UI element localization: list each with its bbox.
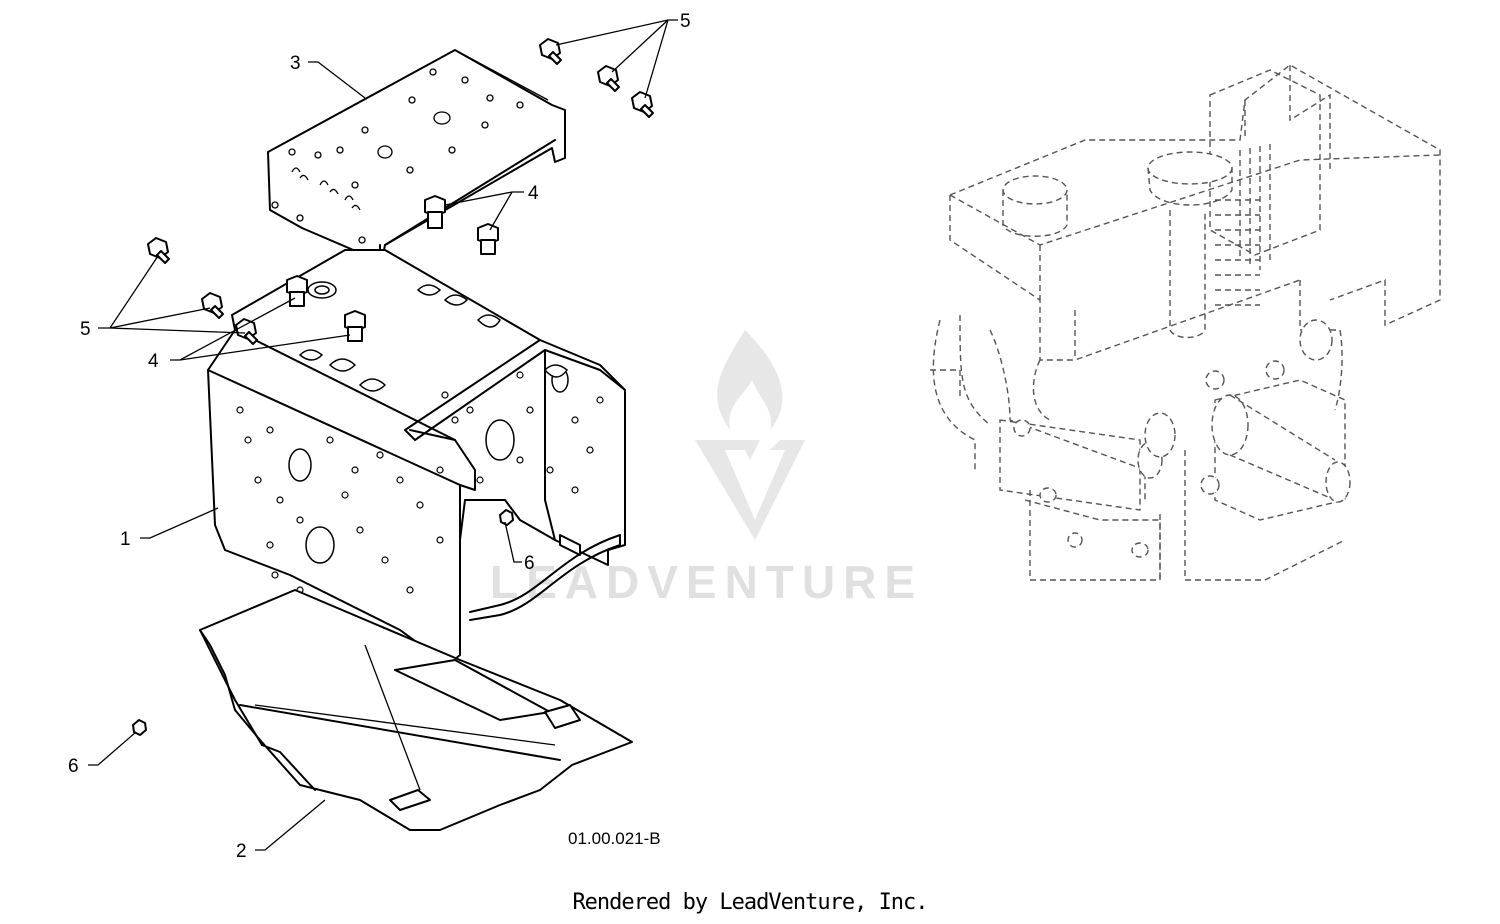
main-chassis-frame bbox=[207, 249, 626, 666]
callout-3: 3 bbox=[290, 53, 366, 99]
svg-text:6: 6 bbox=[68, 756, 79, 777]
bolt-fastener bbox=[344, 310, 366, 342]
svg-text:2: 2 bbox=[236, 841, 247, 862]
svg-text:5: 5 bbox=[80, 319, 91, 340]
screw-fastener bbox=[201, 292, 224, 319]
callout-1: 1 bbox=[120, 507, 219, 550]
bottom-pan bbox=[199, 589, 633, 831]
top-cover-panel bbox=[267, 49, 566, 271]
watermark-text: LEADVENTURE bbox=[490, 556, 923, 608]
callout-4-lower: 4 bbox=[148, 297, 351, 372]
bolt-fastener bbox=[477, 223, 499, 255]
screw-fastener bbox=[539, 38, 562, 65]
bolt-fastener bbox=[424, 195, 446, 229]
callout-4-upper: 4 bbox=[444, 183, 539, 231]
screw-fastener bbox=[597, 65, 620, 92]
callout-6-lower: 6 bbox=[68, 731, 137, 777]
callout-2: 2 bbox=[236, 799, 326, 862]
parts-diagram: LEADVENTURE bbox=[68, 11, 1441, 862]
svg-text:4: 4 bbox=[528, 183, 539, 204]
figure-code: 01.00.021-B bbox=[568, 829, 661, 848]
svg-text:4: 4 bbox=[148, 351, 159, 372]
svg-text:5: 5 bbox=[680, 11, 691, 32]
screw-fastener bbox=[235, 318, 258, 345]
screw-fastener bbox=[147, 237, 170, 264]
small-screw bbox=[132, 719, 147, 736]
small-screw bbox=[499, 509, 514, 526]
bolt-fastener bbox=[286, 275, 308, 307]
callout-5-upper: 5 bbox=[555, 11, 691, 99]
watermark-logo bbox=[695, 330, 805, 540]
callout-6-upper: 6 bbox=[504, 521, 535, 574]
callout-5-lower: 5 bbox=[80, 255, 246, 340]
engine-outline-illustration bbox=[930, 64, 1441, 581]
rendered-by-footer: Rendered by LeadVenture, Inc. bbox=[572, 890, 928, 915]
screw-fastener bbox=[631, 91, 654, 118]
svg-text:3: 3 bbox=[290, 53, 301, 74]
svg-text:6: 6 bbox=[524, 553, 535, 574]
svg-text:1: 1 bbox=[120, 529, 131, 550]
